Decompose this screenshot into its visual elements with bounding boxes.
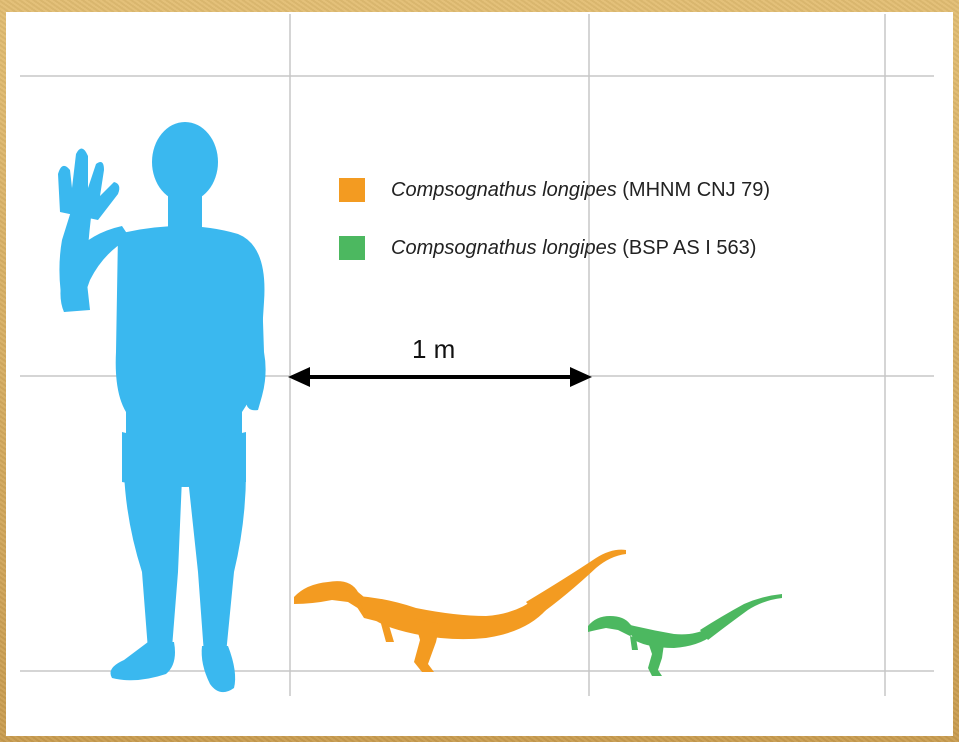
scale-bar-label: 1 m <box>412 334 455 365</box>
legend-specimen-id: (MHNM CNJ 79) <box>622 179 770 202</box>
legend-swatch-orange <box>339 178 365 202</box>
diagram-canvas: Compsognathus longipes (MHNM CNJ 79) Com… <box>6 12 953 736</box>
legend-species-name: Compsognathus longipes <box>391 179 617 202</box>
scale-bar-arrow <box>288 367 592 387</box>
compsognathus-bsp-silhouette <box>588 594 782 676</box>
legend-species-name: Compsognathus longipes <box>391 237 617 260</box>
legend-item-bsp: Compsognathus longipes (BSP AS I 563) <box>339 233 756 263</box>
legend-swatch-green <box>339 236 365 260</box>
legend-specimen-id: (BSP AS I 563) <box>622 237 756 260</box>
diagram-svg <box>6 12 953 736</box>
legend-item-mhnm: Compsognathus longipes (MHNM CNJ 79) <box>339 175 770 205</box>
human-silhouette <box>58 122 266 692</box>
compsognathus-mhnm-silhouette <box>294 550 626 672</box>
